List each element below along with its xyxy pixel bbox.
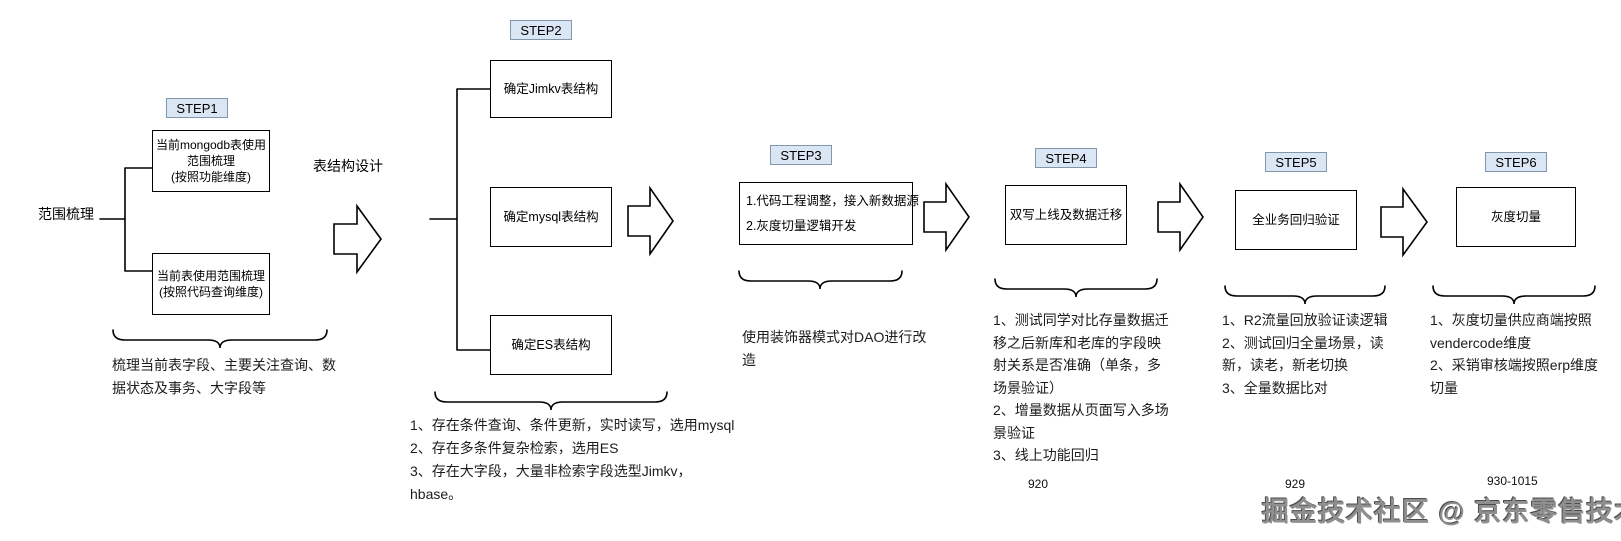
step4-badge: STEP4 [1035,148,1097,168]
brace-step4 [994,278,1158,298]
step2-box-jimkv-schema: 确定Jimkv表结构 [490,60,612,118]
tree-connector-step1 [99,167,153,272]
brace-step1 [112,329,328,349]
brace-step6 [1432,285,1596,305]
block-arrow-5 [1380,186,1428,258]
block-arrow-4 [1157,181,1204,253]
brace-step3 [738,270,903,290]
brace-step5 [1224,285,1386,305]
step5-badge: STEP5 [1265,152,1327,172]
table-design-label: 表结构设计 [313,158,383,174]
step6-date: 930-1015 [1487,474,1538,488]
step3-note: 使用装饰器模式对DAO进行改造 [742,329,927,368]
step2-badge: STEP2 [510,20,572,40]
step1-box-mongodb-scope: 当前mongodb表使用范围梳理(按照功能维度) [152,130,270,192]
tree-connector-step2 [429,88,491,351]
step6-badge: STEP6 [1485,152,1547,172]
step4-box-double-write: 双写上线及数据迁移 [1005,185,1127,245]
step2-box-es-schema: 确定ES表结构 [490,315,612,375]
step1-badge: STEP1 [166,98,228,118]
scope-review-label: 范围梳理 [38,206,94,222]
step5-box-regression: 全业务回归验证 [1235,190,1357,250]
step4-date: 920 [1028,477,1049,491]
block-arrow-2 [627,185,674,257]
step5-date: 929 [1285,477,1306,491]
block-arrow-1 [333,203,382,275]
step1-box-code-scope: 当前表使用范围梳理(按照代码查询维度) [152,253,270,315]
step6-box-gray-cutover: 灰度切量 [1456,187,1576,247]
step2-box-mysql-schema: 确定mysql表结构 [490,187,612,247]
step1-note: 梳理当前表字段、主要关注查询、数据状态及事务、大字段等 [112,357,336,396]
step3-badge: STEP3 [770,145,832,165]
watermark: 掘金技术社区 @ 京东零售技术 [1262,497,1621,527]
step4-note: 1、测试同学对比存量数据迁移之后新库和老库的字段映射关系是否准确（单条，多场景验… [993,312,1169,463]
brace-step2 [434,391,668,411]
block-arrow-3 [923,181,970,253]
